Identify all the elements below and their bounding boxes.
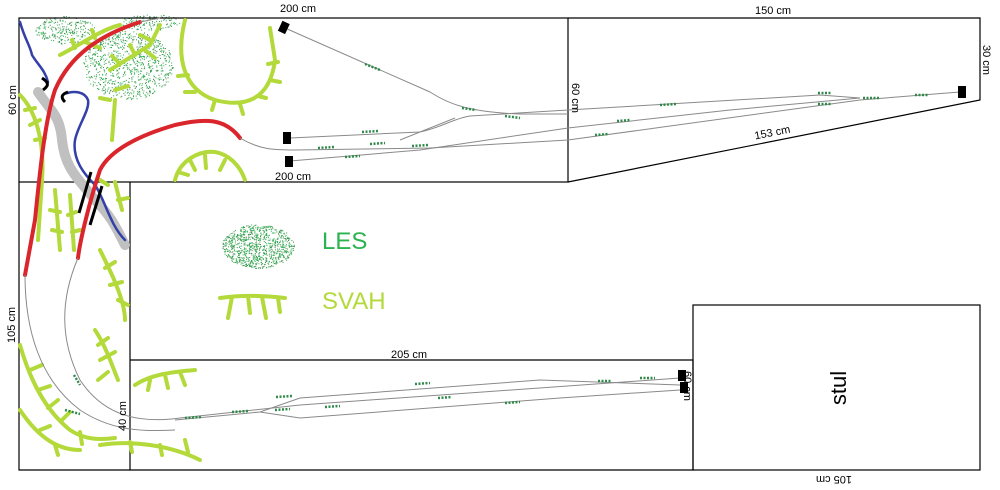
wedge-board <box>567 17 981 183</box>
dim-wedge-right: 30 cm <box>980 45 992 75</box>
table-label: stul <box>826 371 851 405</box>
river-lower <box>62 90 127 242</box>
dim-top-board-left: 60 cm <box>7 85 19 115</box>
dim-bottom-board-left: 40 cm <box>117 401 129 431</box>
legend-forest-label: LES <box>322 228 367 255</box>
dim-wedge-top: 150 cm <box>755 5 791 17</box>
slopes <box>18 18 282 462</box>
dim-top-board-right: 60 cm <box>569 83 581 113</box>
bottom-board <box>130 359 694 471</box>
dim-bottom-board-right: 60 cm <box>681 371 693 401</box>
dim-top-board-top: 200 cm <box>280 3 316 15</box>
legend-slope-label: SVAH <box>322 288 386 315</box>
buffer-stops <box>277 20 966 393</box>
bridge <box>41 76 104 226</box>
dim-top-board-bottom: 200 cm <box>275 171 311 183</box>
legend-slope-swatch <box>218 293 287 320</box>
dim-bottom-board-top: 205 cm <box>391 349 427 361</box>
river-upper <box>18 20 50 84</box>
branch-line-track <box>76 118 242 260</box>
track-plan <box>24 17 961 432</box>
left-board <box>18 182 131 471</box>
main-line-track <box>23 20 142 277</box>
dim-left-board: 105 cm <box>6 307 18 343</box>
dim-wedge-diagonal: 153 cm <box>754 124 792 143</box>
top-board <box>18 17 569 183</box>
boards <box>18 17 981 471</box>
table <box>692 304 981 471</box>
dim-table-bottom: 105 cm <box>816 473 852 485</box>
legend-forest-swatch <box>222 224 295 269</box>
track-labels <box>64 62 928 420</box>
